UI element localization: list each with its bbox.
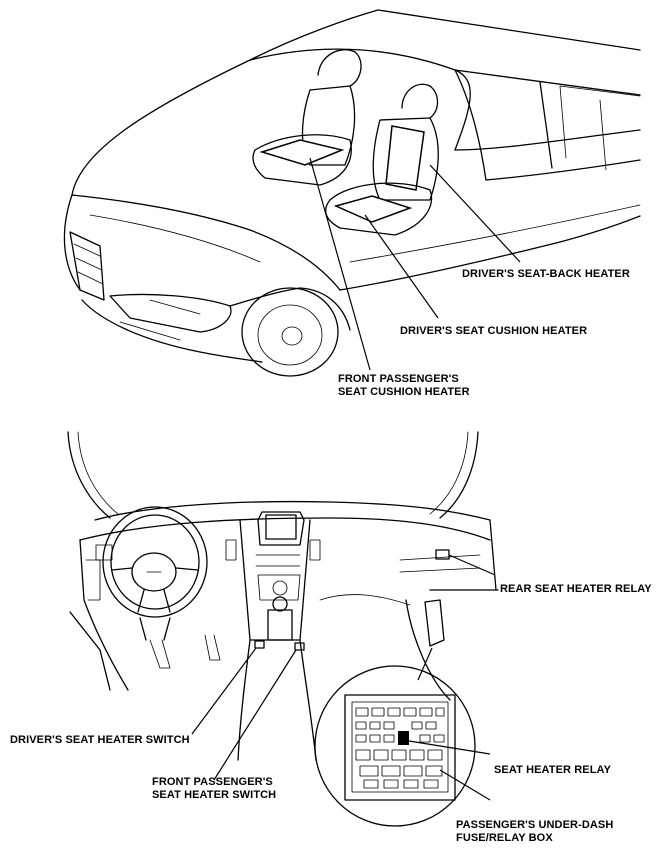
front-passenger-seat [253,50,361,185]
passenger-under-dash-fuse-relay-box-label: PASSENGER'S UNDER-DASH FUSE/RELAY BOX [456,819,614,844]
dashboard-illustration [68,432,498,760]
drivers-seat-cushion-heater-label: DRIVER'S SEAT CUSHION HEATER [400,325,588,337]
drivers-seat-cushion-heater-pad [336,196,410,222]
front-passenger-seat-cushion-heater-pad [262,140,342,165]
drivers-seat-back-heater-pad [386,126,424,190]
fuse-relay-box-detail [315,666,475,826]
drivers-seat-back-heater-label: DRIVER'S SEAT-BACK HEATER [462,268,630,280]
drivers-seat-heater-switch-label: DRIVER'S SEAT HEATER SWITCH [10,734,190,746]
front-passenger-seat-heater-switch-label: FRONT PASSENGER'S SEAT HEATER SWITCH [152,776,277,801]
seat-heater-relay-label: SEAT HEATER RELAY [494,764,612,776]
front-passenger-seat-cushion-heater-label: FRONT PASSENGER'S SEAT CUSHION HEATER [338,373,470,398]
vehicle-exterior-illustration [64,10,640,376]
front-passenger-seat-heater-switch [295,643,304,650]
seat-heater-relay [398,731,409,745]
drivers-seat [326,84,439,235]
rear-seat-heater-relay-label: REAR SEAT HEATER RELAY [500,583,652,595]
rear-seat-heater-relay [436,550,449,559]
drivers-seat-heater-switch [255,641,264,648]
under-dash-fuse-box-small [425,600,444,646]
